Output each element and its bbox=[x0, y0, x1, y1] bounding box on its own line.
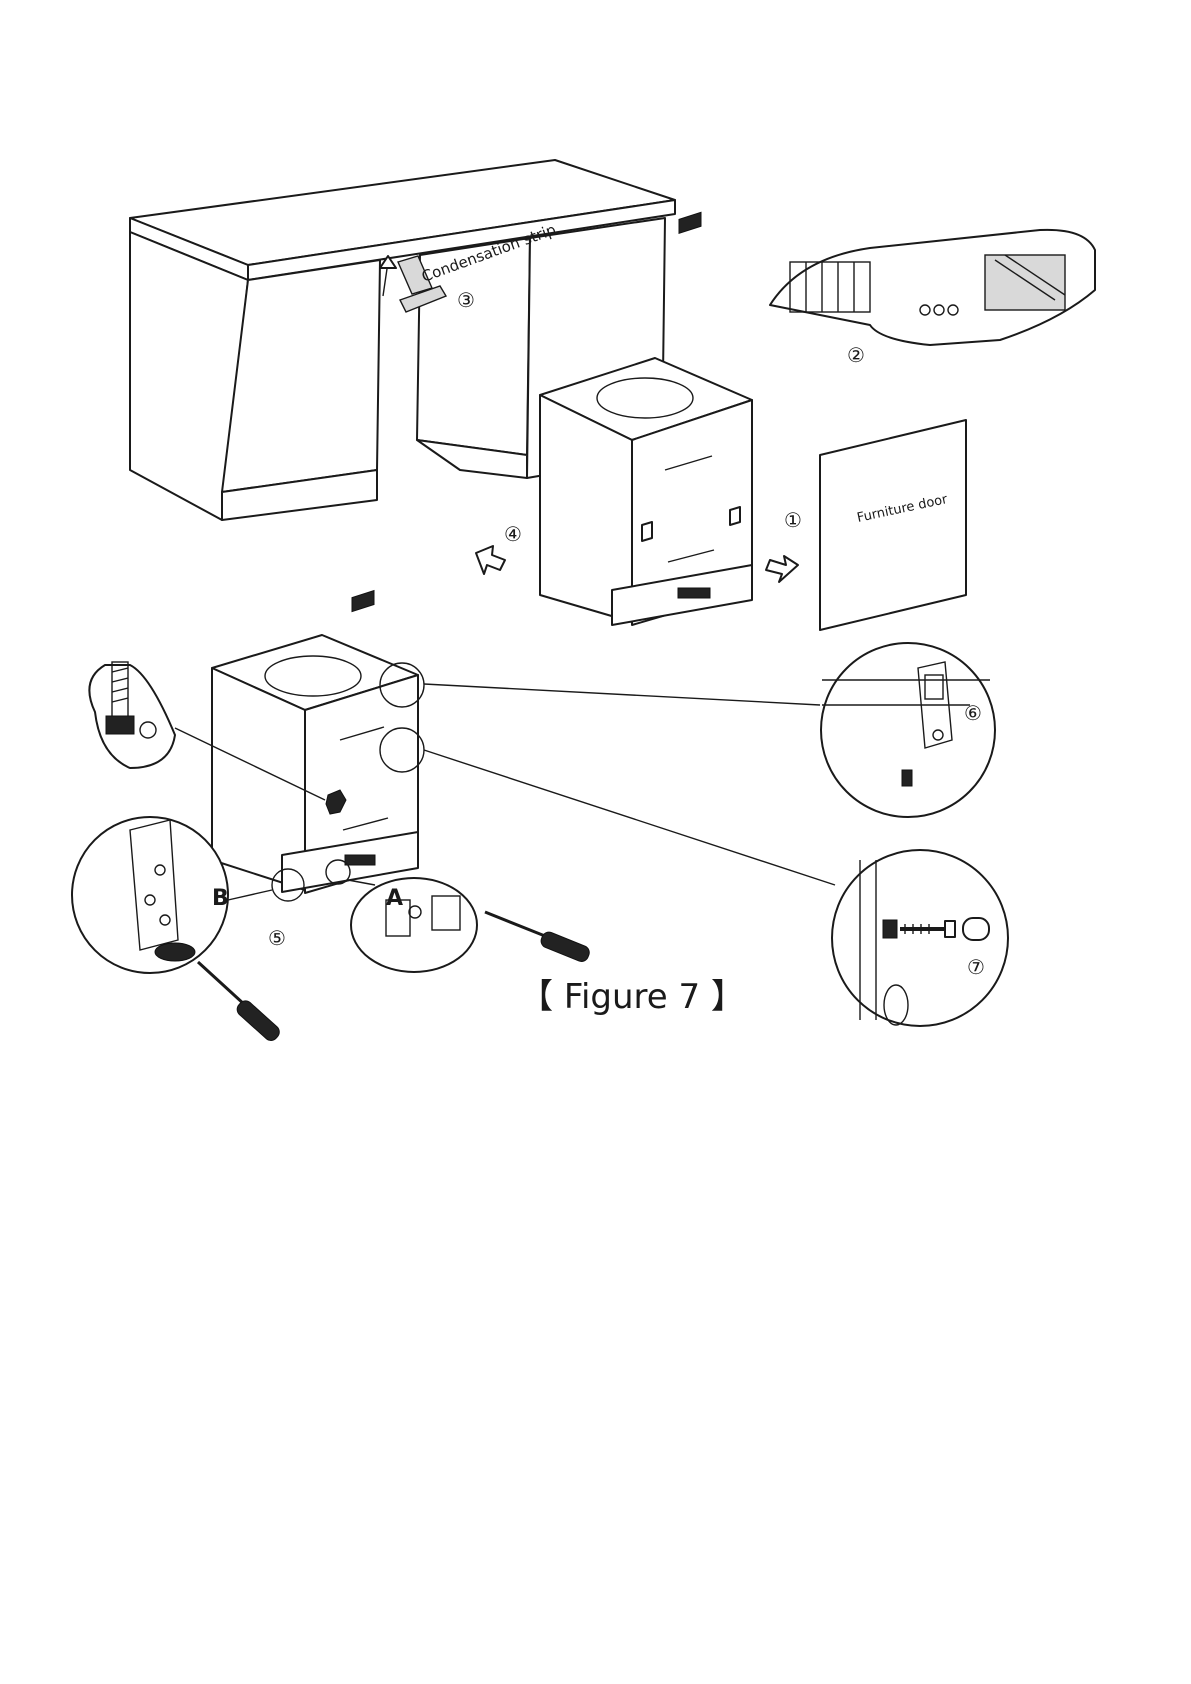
step-1-arrow-icon bbox=[765, 555, 799, 583]
inset-a-letter: A bbox=[386, 886, 403, 911]
step-5-number: ⑤ bbox=[268, 926, 286, 950]
step-2-hinge-detail bbox=[769, 228, 1096, 346]
leader-line-foot bbox=[174, 727, 326, 801]
dishwasher-bottom bbox=[211, 589, 425, 902]
zoom-circle-a bbox=[325, 859, 351, 885]
leveling-foot-detail-icon bbox=[325, 789, 347, 815]
dishwasher-bottom-vent bbox=[344, 854, 376, 866]
zoom-circle-b bbox=[271, 868, 305, 902]
cabinet-right-plinth bbox=[416, 439, 528, 479]
cover-cap-icon bbox=[882, 919, 898, 939]
screw-cap-icon bbox=[962, 917, 990, 941]
inset-b bbox=[71, 816, 229, 974]
dishwasher-top-vent bbox=[677, 587, 711, 599]
dishwasher-top-handle bbox=[678, 211, 702, 235]
dishwasher-bottom-seal bbox=[264, 655, 362, 697]
foot-adjust-nut-icon bbox=[154, 942, 196, 962]
dishwasher-top bbox=[539, 211, 753, 626]
inset-a bbox=[350, 877, 478, 973]
mounting-screw-icon bbox=[944, 920, 956, 938]
zoom-circle-upper bbox=[379, 662, 425, 708]
condensation-strip-piece bbox=[397, 255, 433, 295]
screwdriver-b-icon bbox=[196, 960, 280, 1041]
step-4-arrow-icon bbox=[475, 545, 506, 575]
step-7-number: ⑦ bbox=[967, 955, 985, 979]
step-6-number: ⑥ bbox=[964, 701, 982, 725]
figure-caption: 【 Figure 7 】 bbox=[519, 977, 745, 1017]
leveling-foot-inset bbox=[88, 661, 176, 769]
leader-line-6 bbox=[423, 683, 821, 706]
step-3-number: ③ bbox=[457, 288, 475, 312]
cabinet-left-door bbox=[221, 259, 381, 493]
dishwasher-top-seal bbox=[596, 377, 694, 419]
step-4-number: ④ bbox=[504, 522, 522, 546]
up-arrow-icon bbox=[379, 255, 397, 269]
inset-6-bracket-detail bbox=[820, 642, 996, 818]
leader-line-7 bbox=[423, 749, 836, 886]
screwdriver-a-icon bbox=[484, 910, 590, 962]
furniture-door-panel bbox=[819, 419, 967, 631]
dishwasher-bottom-handle bbox=[351, 589, 375, 613]
step-2-number: ② bbox=[847, 343, 865, 367]
cabinet-left-plinth bbox=[221, 469, 378, 521]
inset-7-screw-detail bbox=[831, 849, 1009, 1027]
foot-nut-icon bbox=[105, 715, 135, 735]
bracket-screw-icon bbox=[901, 769, 913, 787]
condensation-strip-arrow bbox=[399, 285, 448, 313]
inset-b-letter: B bbox=[212, 886, 229, 911]
step-1-number: ① bbox=[784, 508, 802, 532]
